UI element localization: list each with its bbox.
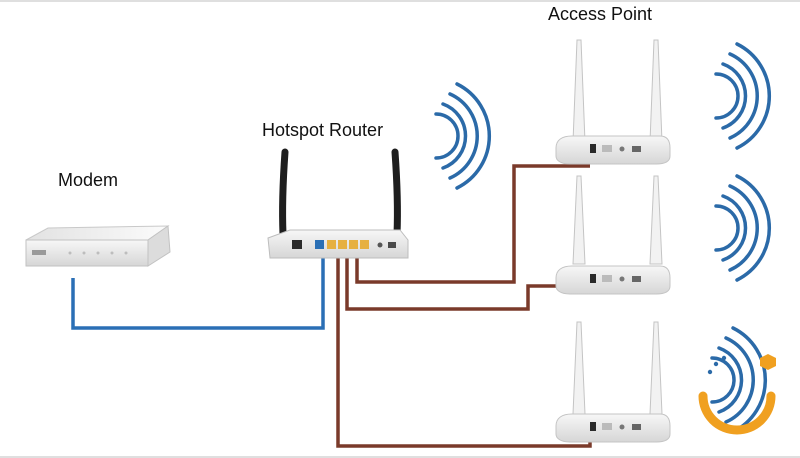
router-icon — [267, 148, 409, 259]
access-point-1-wifi-waves-icon — [714, 42, 771, 150]
router-to-access-point-2-cable — [345, 250, 590, 311]
access-point-label: Access Point — [548, 4, 653, 24]
router-label: Hotspot Router — [262, 120, 384, 140]
access-point-3-icon — [555, 321, 671, 443]
access-point-2-wifi-waves-icon — [714, 174, 771, 282]
logo-mark — [698, 354, 776, 435]
access-point-3-wifi-waves-icon — [710, 326, 767, 434]
router-to-access-point-3-cable — [336, 250, 592, 448]
router-wifi-waves-icon — [434, 82, 491, 190]
router-to-access-point-1-cable — [355, 164, 590, 284]
modem-to-router-cable — [71, 250, 325, 330]
access-point-2-icon — [555, 175, 671, 295]
modem-label: Modem — [58, 170, 119, 190]
modem-icon — [25, 225, 171, 267]
access-point-1-icon — [555, 39, 671, 165]
